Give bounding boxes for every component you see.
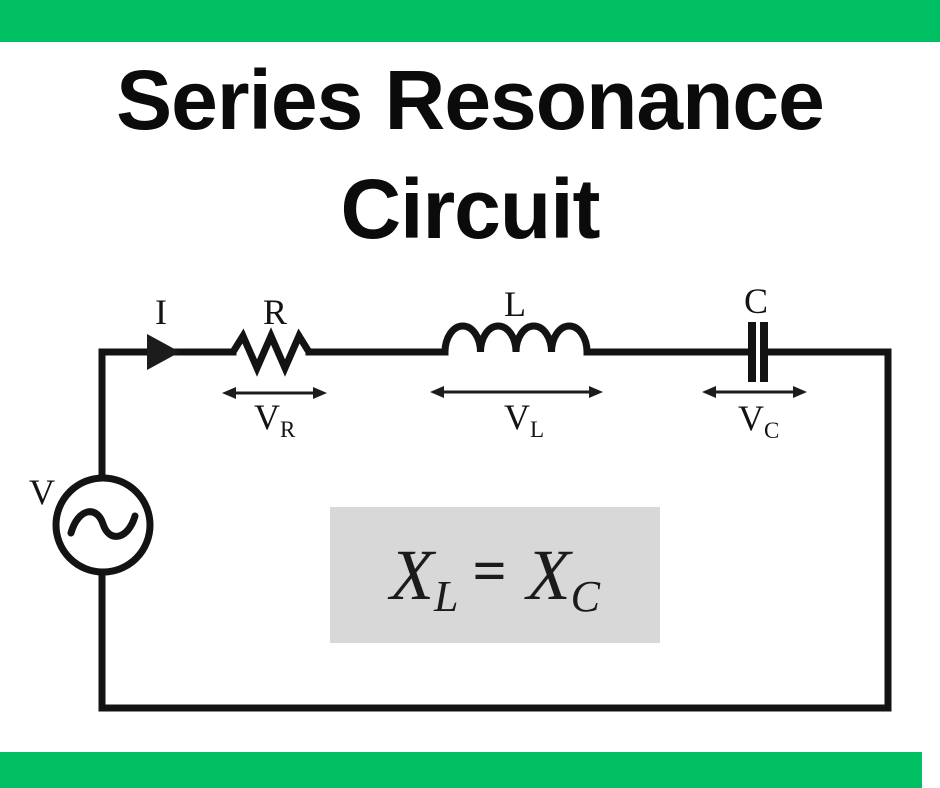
vr-label: VR xyxy=(254,397,296,442)
resistor-symbol xyxy=(230,327,312,377)
ac-source-icon xyxy=(52,474,154,576)
formula-lhs-sub: L xyxy=(433,572,459,621)
sine-wave-icon xyxy=(67,508,139,540)
page-title-line-1: Series Resonance xyxy=(116,53,825,147)
vr-measure-arrow xyxy=(222,387,327,399)
vl-label: VL xyxy=(504,397,544,442)
vc-label: VC xyxy=(738,398,779,443)
bottom-accent-bar xyxy=(0,752,922,788)
source-label: V xyxy=(29,472,55,512)
formula-equals: = xyxy=(472,537,507,604)
page-title: Series Resonance Circuit xyxy=(0,46,940,264)
resistor-label: R xyxy=(263,292,287,332)
page-title-line-2: Circuit xyxy=(340,162,600,256)
current-label: I xyxy=(155,292,167,332)
formula-rhs: X xyxy=(526,535,571,615)
capacitor-symbol xyxy=(748,322,768,382)
vl-measure-arrow xyxy=(430,386,603,398)
formula-rhs-sub: C xyxy=(570,572,600,621)
vc-measure-arrow xyxy=(702,386,807,398)
formula-lhs: X xyxy=(389,535,434,615)
capacitor-label: C xyxy=(744,281,768,321)
inductor-symbol xyxy=(441,322,591,353)
current-arrow-icon xyxy=(147,334,180,370)
inductor-label: L xyxy=(504,284,526,324)
top-accent-bar xyxy=(0,0,940,42)
